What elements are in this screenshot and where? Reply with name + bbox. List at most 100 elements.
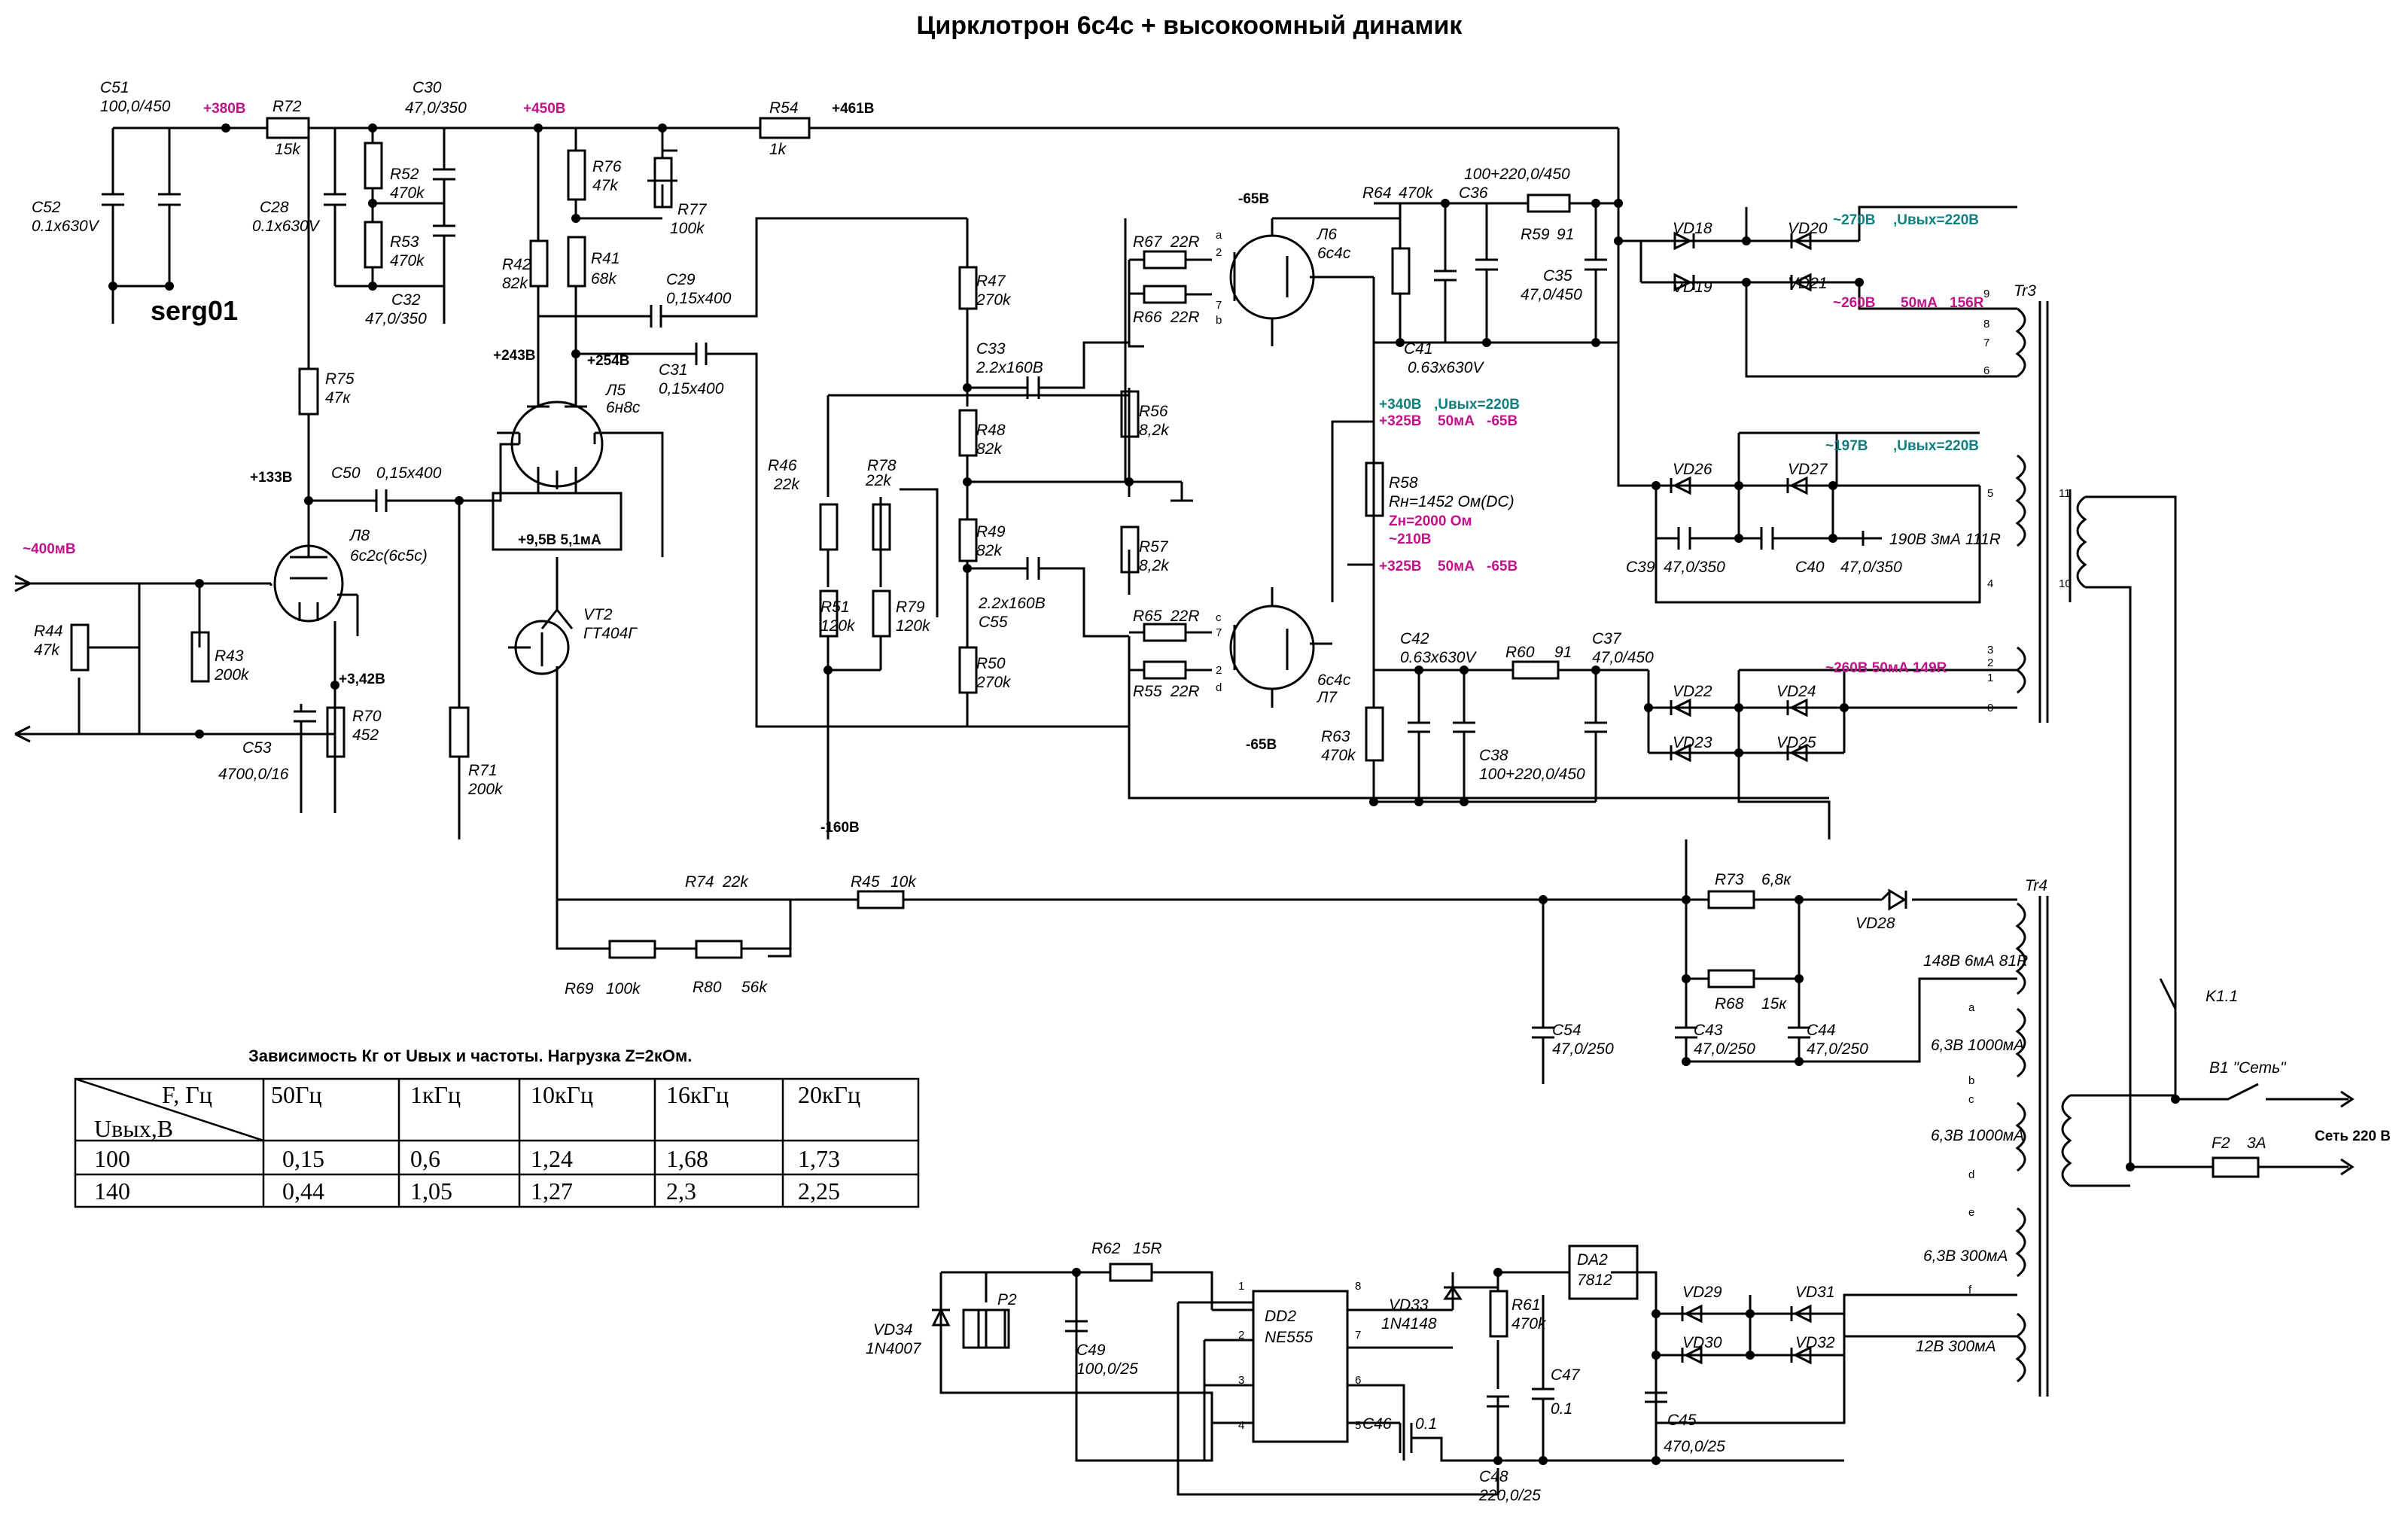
- label-r44-value: 47k: [34, 641, 60, 659]
- r71-vt2: [449, 542, 574, 900]
- label-r59-value: 91: [1557, 226, 1574, 243]
- label-c40: C40: [1795, 559, 1825, 576]
- label-c28: C28: [260, 199, 289, 216]
- resistor-r65: [1143, 623, 1187, 642]
- label-r47: R47: [976, 273, 1006, 290]
- svg-text:3: 3: [1987, 644, 1993, 656]
- diagram-title: Цирклотрон 6с4с + высокоомный динамик: [917, 11, 1463, 40]
- winding-270: ~270В: [1833, 212, 1876, 228]
- tube-l5: [492, 354, 664, 557]
- table-cell: 1,24: [531, 1145, 573, 1172]
- svg-text:1: 1: [1238, 1280, 1244, 1293]
- label-r61-value: 470k: [1511, 1315, 1547, 1333]
- label-c52: C52: [32, 199, 61, 216]
- label-c32-value: 47,0/350: [365, 310, 427, 327]
- label-vd20: VD20: [1788, 220, 1828, 237]
- label-c50-value: 0,15x400: [376, 465, 442, 482]
- table-caption: Зависимость Кг от Uвых и частоты. Нагруз…: [248, 1046, 692, 1065]
- label-l6-type: 6с4с: [1317, 245, 1351, 262]
- current-50ma-a: 50мА: [1438, 413, 1475, 429]
- label-r41-value: 68k: [591, 270, 617, 288]
- tube-l6: [1229, 234, 1315, 320]
- label-tr4: Tr4: [2025, 877, 2047, 894]
- resistor-r72: [266, 117, 310, 139]
- label-r49: R49: [976, 523, 1006, 541]
- label-dd2-type: NE555: [1265, 1329, 1314, 1346]
- label-vd34-type: 1N4007: [866, 1340, 922, 1357]
- label-c32: C32: [391, 291, 421, 309]
- label-c35: C35: [1543, 267, 1572, 285]
- label-c39: C39: [1626, 559, 1655, 576]
- label-dd2: DD2: [1265, 1308, 1296, 1325]
- label-r71-value: 200k: [467, 781, 504, 798]
- label-r63-value: 470k: [1321, 747, 1356, 764]
- voltage-243: +243В: [493, 348, 536, 364]
- svg-text:3: 3: [1238, 1374, 1244, 1387]
- label-p2: P2: [997, 1291, 1017, 1308]
- label-c53-value: 4700,0/16: [218, 766, 289, 783]
- table-cell: 1,05: [410, 1177, 452, 1205]
- label-c30: C30: [412, 79, 442, 96]
- resistor-r67: [1143, 250, 1187, 270]
- label-r68: R68: [1715, 995, 1744, 1013]
- delay-relay-circuit: [931, 1244, 2017, 1496]
- label-c29: C29: [666, 271, 696, 288]
- label-c41: C41: [1404, 340, 1433, 358]
- label-r55-value: 22R: [1170, 683, 1200, 700]
- uout-220-a: ,Uвых=220В: [1893, 212, 1979, 228]
- ic-dd2: [1252, 1290, 1349, 1443]
- label-r74-value: 22k: [722, 873, 749, 891]
- label-c37: C37: [1592, 630, 1622, 647]
- label-vd22: VD22: [1673, 683, 1712, 700]
- coupling-c29-c31: [538, 217, 1129, 728]
- label-r69-value: 100k: [606, 980, 641, 998]
- svg-text:f: f: [1968, 1284, 1972, 1296]
- label-c37-value: 47,0/450: [1592, 649, 1654, 666]
- label-vd27: VD27: [1788, 461, 1828, 478]
- capacitors-c51-c52: [102, 128, 181, 324]
- voltage-minus-65-top: -65В: [1238, 191, 1269, 207]
- transformer-tr3: [2015, 301, 2177, 1167]
- table-header-10khz: 10кГц: [531, 1081, 593, 1108]
- label-r45: R45: [851, 873, 880, 891]
- label-r53: R53: [390, 233, 419, 251]
- label-l8: Л8: [349, 527, 370, 544]
- label-c44-value: 47,0/250: [1807, 1040, 1868, 1058]
- svg-text:8: 8: [1355, 1280, 1361, 1293]
- label-r73-value: 6,8к: [1761, 871, 1792, 888]
- svg-text:7: 7: [1983, 337, 1989, 349]
- label-vd23: VD23: [1673, 734, 1712, 751]
- label-c50: C50: [331, 465, 361, 482]
- svg-text:6: 6: [1983, 364, 1989, 377]
- label-r70-value: 452: [352, 727, 379, 744]
- svg-text:7: 7: [1216, 299, 1222, 312]
- voltage-342: +3,42В: [339, 672, 385, 687]
- svg-text:4: 4: [1987, 577, 1993, 590]
- heater-bias-rail: [556, 839, 2017, 1084]
- svg-text:a: a: [1968, 1001, 1975, 1014]
- label-r80: R80: [693, 979, 722, 996]
- label-r43: R43: [215, 647, 244, 665]
- table-cell: 0,15: [282, 1145, 324, 1172]
- label-c38-value: 100+220,0/450: [1479, 766, 1585, 783]
- label-c43-value: 47,0/250: [1694, 1040, 1755, 1058]
- lower-floating-supply: [1365, 602, 1648, 806]
- label-c36-value: 100+220,0/450: [1464, 166, 1570, 183]
- svg-text:10: 10: [2059, 577, 2072, 590]
- bias-supply-vd26: [1617, 263, 1981, 604]
- label-c55: C55: [979, 614, 1008, 631]
- svg-text:6: 6: [1355, 1374, 1361, 1387]
- label-c28-value: 0.1x630V: [252, 218, 321, 235]
- tube-l7: [1229, 605, 1315, 690]
- label-r59: R59: [1521, 226, 1550, 243]
- table-cell: 1,27: [531, 1177, 573, 1205]
- label-r61: R61: [1511, 1296, 1541, 1314]
- label-r46-value: 22k: [773, 476, 800, 493]
- winding-12: 12В 300мА: [1916, 1338, 1996, 1355]
- label-r71: R71: [468, 762, 498, 779]
- winding-260-b: ~260В 50мА 149R: [1825, 660, 1947, 676]
- label-r64: R64: [1362, 184, 1392, 202]
- label-r56: R56: [1139, 403, 1168, 420]
- voltage-340: +340В: [1379, 397, 1422, 413]
- table-cell: 2,3: [666, 1177, 696, 1205]
